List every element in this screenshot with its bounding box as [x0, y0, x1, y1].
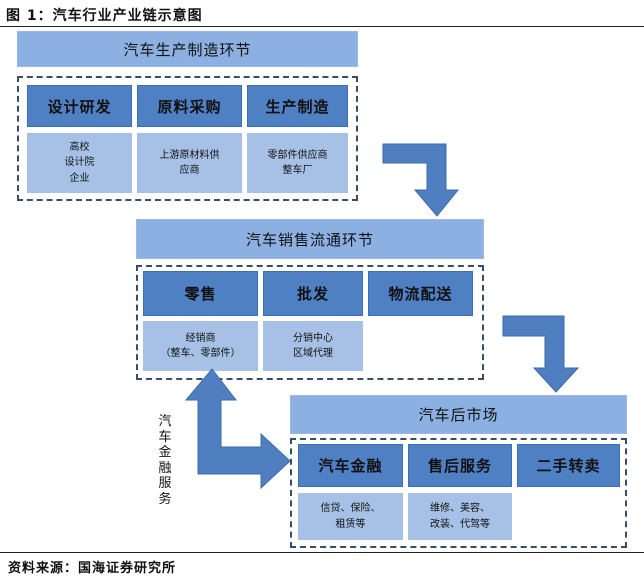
detail-line: 分销中心: [293, 332, 333, 344]
bottom-rule: [0, 552, 644, 553]
vertical-label-auto-finance-service: 汽车金融服务: [158, 414, 172, 507]
detail-auto-finance: 信贷、保险、 租赁等: [298, 493, 403, 540]
category-auto-finance: 汽车金融: [298, 444, 403, 487]
detail-manufacturing: 零部件供应商 整车厂: [247, 133, 348, 193]
category-design: 设计研发: [27, 85, 132, 127]
top-rule: [0, 26, 644, 27]
detail-after-sales: 维修、美容、 改装、代驾等: [408, 493, 512, 540]
category-logistics: 物流配送: [368, 271, 473, 316]
detail-line: 维修、美容、: [430, 503, 490, 514]
detail-line: （整车、零部件）: [160, 348, 241, 359]
detail-line: 信贷、保险、: [320, 503, 381, 514]
category-procurement: 原料采购: [137, 85, 242, 127]
detail-line: 上游原材料供: [159, 149, 220, 161]
detail-procurement: 上游原材料供 应商: [137, 133, 242, 193]
stage-box-production: [17, 76, 358, 201]
detail-retail: 经销商 （整车、零部件）: [143, 321, 258, 371]
flow-arrow-down-2: [502, 315, 580, 393]
detail-wholesale: 分销中心 区域代理: [263, 321, 363, 371]
stage-header-production: 汽车生产制造环节: [17, 31, 358, 67]
detail-line: 区域代理: [293, 348, 333, 359]
detail-line: 租赁等: [335, 518, 366, 530]
category-used-car: 二手转卖: [517, 444, 620, 487]
detail-line: 高校: [69, 141, 90, 153]
source-note: 资料来源：国海证券研究所: [8, 561, 177, 576]
category-after-sales: 售后服务: [408, 444, 512, 487]
detail-line: 改装、代驾等: [430, 518, 490, 530]
detail-line: 零部件供应商: [267, 149, 328, 161]
detail-line: 应商: [179, 165, 200, 176]
detail-design: 高校 设计院 企业: [27, 133, 132, 193]
stage-header-distribution: 汽车销售流通环节: [136, 219, 484, 259]
detail-line: 整车厂: [282, 165, 313, 176]
category-retail: 零售: [143, 271, 258, 316]
detail-line: 设计院: [64, 157, 95, 169]
detail-line: 经销商: [185, 332, 216, 344]
category-wholesale: 批发: [263, 271, 363, 316]
stage-header-aftermarket: 汽车后市场: [290, 395, 627, 434]
figure-title: 图 1：汽车行业产业链示意图: [6, 8, 203, 24]
stage-box-aftermarket: [290, 438, 627, 548]
bidirectional-arrow-finance: [184, 368, 291, 490]
category-manufacturing: 生产制造: [247, 85, 348, 127]
flow-arrow-down-1: [382, 143, 460, 217]
detail-line: 企业: [69, 172, 90, 184]
stage-box-distribution: [136, 265, 484, 380]
